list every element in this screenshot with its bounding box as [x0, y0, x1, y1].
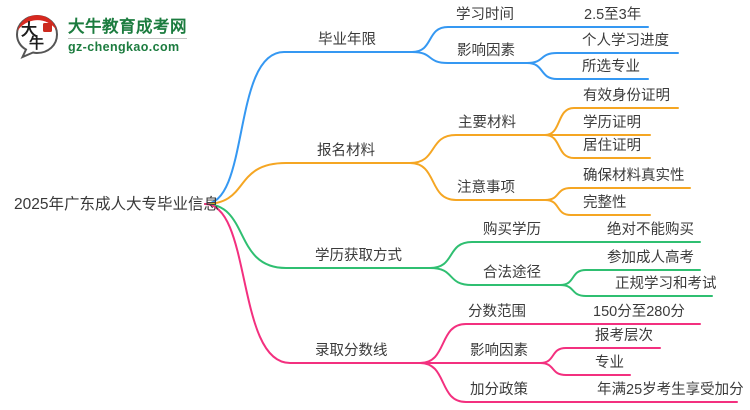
node-age-25-bonus[interactable]: 年满25岁考生享受加分 [597, 382, 744, 398]
node-influencing-factors-2[interactable]: 影响因素 [470, 343, 528, 359]
node-main-materials[interactable]: 主要材料 [458, 115, 516, 131]
site-logo[interactable]: 大 牛 大牛教育成考网 gz-chengkao.com [12, 10, 187, 62]
node-material-authenticity[interactable]: 确保材料真实性 [583, 168, 685, 184]
node-education-certificate[interactable]: 学历证明 [583, 115, 641, 131]
node-score-range[interactable]: 分数范围 [468, 304, 526, 320]
node-legal-channels[interactable]: 合法途径 [483, 265, 541, 281]
logo-text-block: 大牛教育成考网 gz-chengkao.com [68, 18, 187, 55]
mindmap-link [429, 241, 701, 269]
node-registration-materials[interactable]: 报名材料 [317, 143, 375, 159]
mindmap-link [204, 162, 411, 205]
node-150-to-280-points[interactable]: 150分至280分 [593, 304, 685, 320]
mindmap-link [409, 162, 546, 201]
mindmap-link [429, 267, 561, 286]
mindmap-link [526, 62, 649, 80]
node-degree-acquisition-methods[interactable]: 学历获取方式 [315, 248, 402, 264]
logo-red-arc [17, 15, 57, 31]
node-major[interactable]: 专业 [595, 355, 624, 371]
node-valid-id[interactable]: 有效身份证明 [583, 88, 670, 104]
node-formal-study-exam[interactable]: 正规学习和考试 [615, 276, 717, 292]
logo-bubble-graphic [15, 14, 59, 59]
logo-seal [43, 23, 52, 32]
mindmap-link [559, 284, 713, 297]
mindmap-link [409, 134, 546, 164]
node-buying-degree[interactable]: 购买学历 [483, 222, 541, 238]
logo-mark-char-bottom: 牛 [29, 35, 45, 52]
mindmap-link [204, 203, 421, 364]
node-precautions[interactable]: 注意事项 [457, 180, 515, 196]
mindmap-link [544, 199, 651, 216]
node-bonus-policy[interactable]: 加分政策 [470, 382, 528, 398]
mindmap-link [411, 26, 649, 53]
node-chosen-major[interactable]: 所选专业 [582, 59, 640, 75]
mindmap-link [544, 134, 651, 159]
node-application-level[interactable]: 报考层次 [595, 328, 653, 344]
logo-bubble: 大 牛 [12, 10, 62, 62]
mindmap-link [204, 203, 431, 269]
mindmap-link [419, 362, 738, 403]
mindmap-link [204, 51, 413, 205]
node-root-title[interactable]: 2025年广东成人大专毕业信息 [14, 196, 219, 213]
node-attend-adult-exam[interactable]: 参加成人高考 [607, 250, 694, 266]
logo-brand-text: 大牛教育成考网 [68, 17, 187, 36]
node-absolutely-cannot-buy[interactable]: 绝对不能购买 [607, 222, 694, 238]
node-personal-progress[interactable]: 个人学习进度 [582, 33, 669, 49]
logo-domain-text: gz-chengkao.com [68, 37, 187, 55]
node-completeness[interactable]: 完整性 [583, 195, 627, 211]
node-study-duration[interactable]: 学习时间 [456, 7, 514, 23]
mindmap-link [539, 362, 631, 376]
node-admission-score-line[interactable]: 录取分数线 [315, 343, 388, 359]
node-influencing-factors[interactable]: 影响因素 [457, 43, 515, 59]
node-graduation-period[interactable]: 毕业年限 [318, 32, 376, 48]
mindmap-link [411, 51, 528, 64]
node-2-5-to-3-years[interactable]: 2.5至3年 [584, 7, 642, 23]
mindmap-link [419, 323, 701, 364]
logo-mark-char-top: 大 [21, 22, 38, 39]
node-residence-certificate[interactable]: 居住证明 [583, 138, 641, 154]
